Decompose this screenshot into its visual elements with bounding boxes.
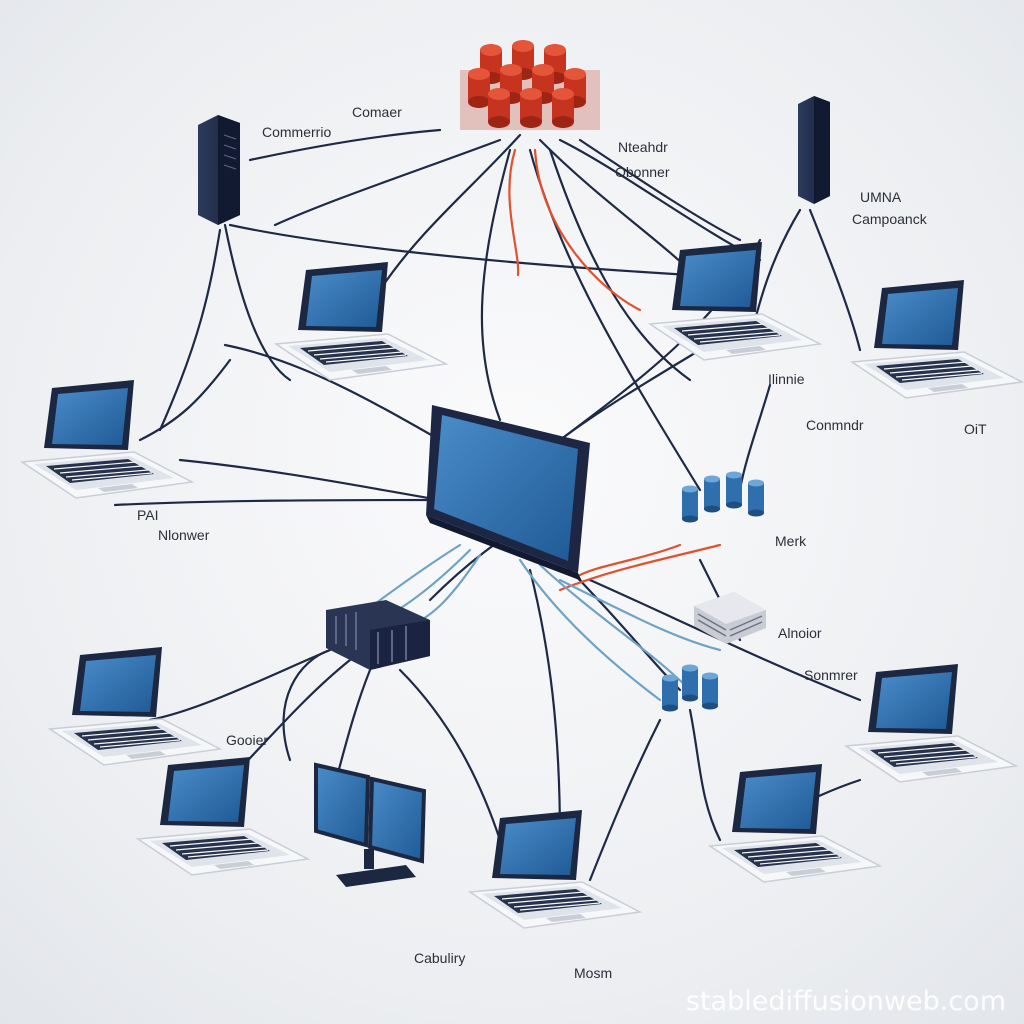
label-l17: Mosm [574,965,612,981]
server-tower-left [198,115,240,225]
dual-monitor [314,762,427,887]
label-l8: Conmndr [806,417,864,433]
label-l13: Alnoior [778,625,822,641]
router-right [694,592,766,644]
laptop-6 [137,756,309,876]
server-tower-right [798,96,830,204]
watermark: stablediffusionweb.com [686,986,1006,1017]
laptop-1 [275,261,447,381]
network-switch-left [326,600,430,670]
label-l10: Nlonwer [158,527,210,543]
label-l15: Gooier [226,732,268,748]
red-cables [508,148,722,592]
label-l9: OiT [964,421,987,437]
label-l12: Merk [775,533,807,549]
label-l2: Commerrio [262,124,331,140]
labels: Comaer Commerrio Nteahdr Obonner UMNA Ca… [137,104,987,981]
laptop-9 [845,663,1017,783]
label-l11: PAI [137,507,159,523]
label-l4: Obonner [615,164,670,180]
central-monitor [426,405,590,581]
label-l7: Ilinnie [768,371,805,387]
label-l14: Sonmrer [804,667,858,683]
label-l16: Cabuliry [414,950,465,966]
label-l3: Nteahdr [618,139,668,155]
label-l1: Comaer [352,104,402,120]
red-server-cluster [460,40,600,130]
label-l5: UMNA [860,189,902,205]
laptop-5 [49,646,221,766]
laptop-2 [649,241,821,361]
laptop-4 [21,379,193,499]
laptop-3 [851,279,1023,399]
label-l6: Campoanck [852,211,928,227]
